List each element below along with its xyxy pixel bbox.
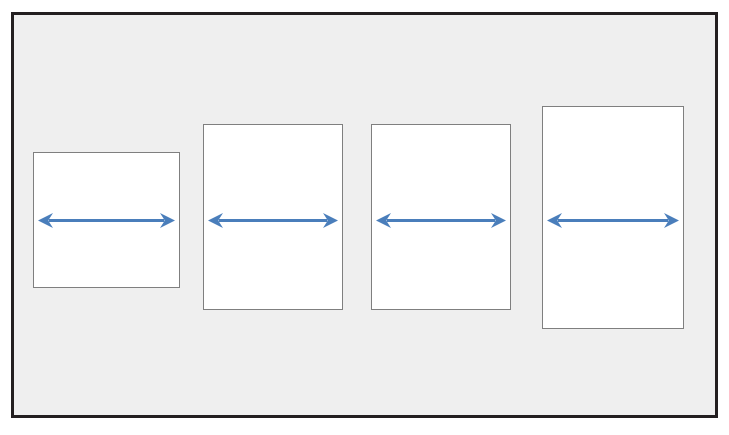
- double-arrow-4[interactable]: [543, 209, 683, 232]
- arrowhead-left: [208, 212, 223, 228]
- diagram-frame: [11, 12, 718, 418]
- rectangle-3[interactable]: [371, 124, 511, 310]
- arrowhead-right: [664, 212, 679, 228]
- arrowhead-right: [491, 212, 506, 228]
- diagram-canvas: [14, 15, 715, 415]
- double-arrow-1[interactable]: [34, 209, 179, 232]
- rectangle-2[interactable]: [203, 124, 343, 310]
- arrowhead-right: [323, 212, 338, 228]
- double-arrow-3[interactable]: [372, 209, 510, 232]
- arrowhead-left: [38, 212, 53, 228]
- rectangle-4[interactable]: [542, 106, 684, 329]
- arrowhead-left: [376, 212, 391, 228]
- double-arrow-2[interactable]: [204, 209, 342, 232]
- arrowhead-right: [160, 212, 175, 228]
- arrowhead-left: [547, 212, 562, 228]
